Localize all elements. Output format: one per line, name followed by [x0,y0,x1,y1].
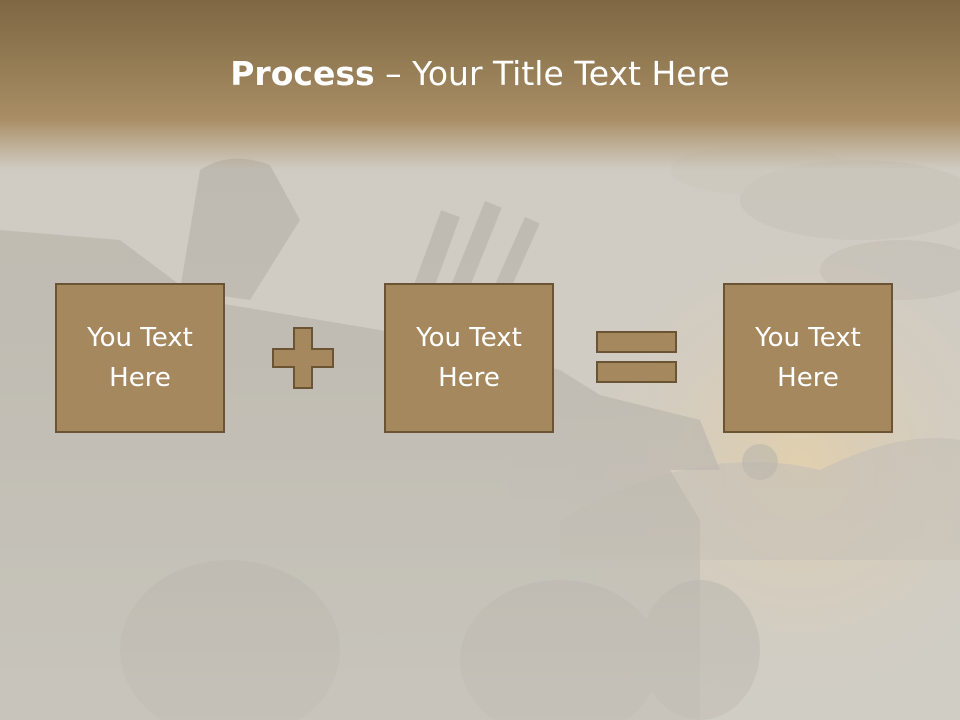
process-box-2-label: You Text Here [416,323,522,393]
title-bold-part: Process [230,54,375,93]
plus-icon [272,327,334,389]
title-rest-part: – Your Title Text Here [374,54,730,93]
process-box-3[interactable]: You Text Here [723,283,893,433]
process-box-1[interactable]: You Text Here [55,283,225,433]
process-box-1-label: You Text Here [87,323,193,393]
equals-icon [596,331,677,383]
slide-title: Process – Your Title Text Here [0,52,960,96]
process-box-2[interactable]: You Text Here [384,283,554,433]
header-band [0,0,960,170]
process-box-3-label: You Text Here [755,323,861,393]
